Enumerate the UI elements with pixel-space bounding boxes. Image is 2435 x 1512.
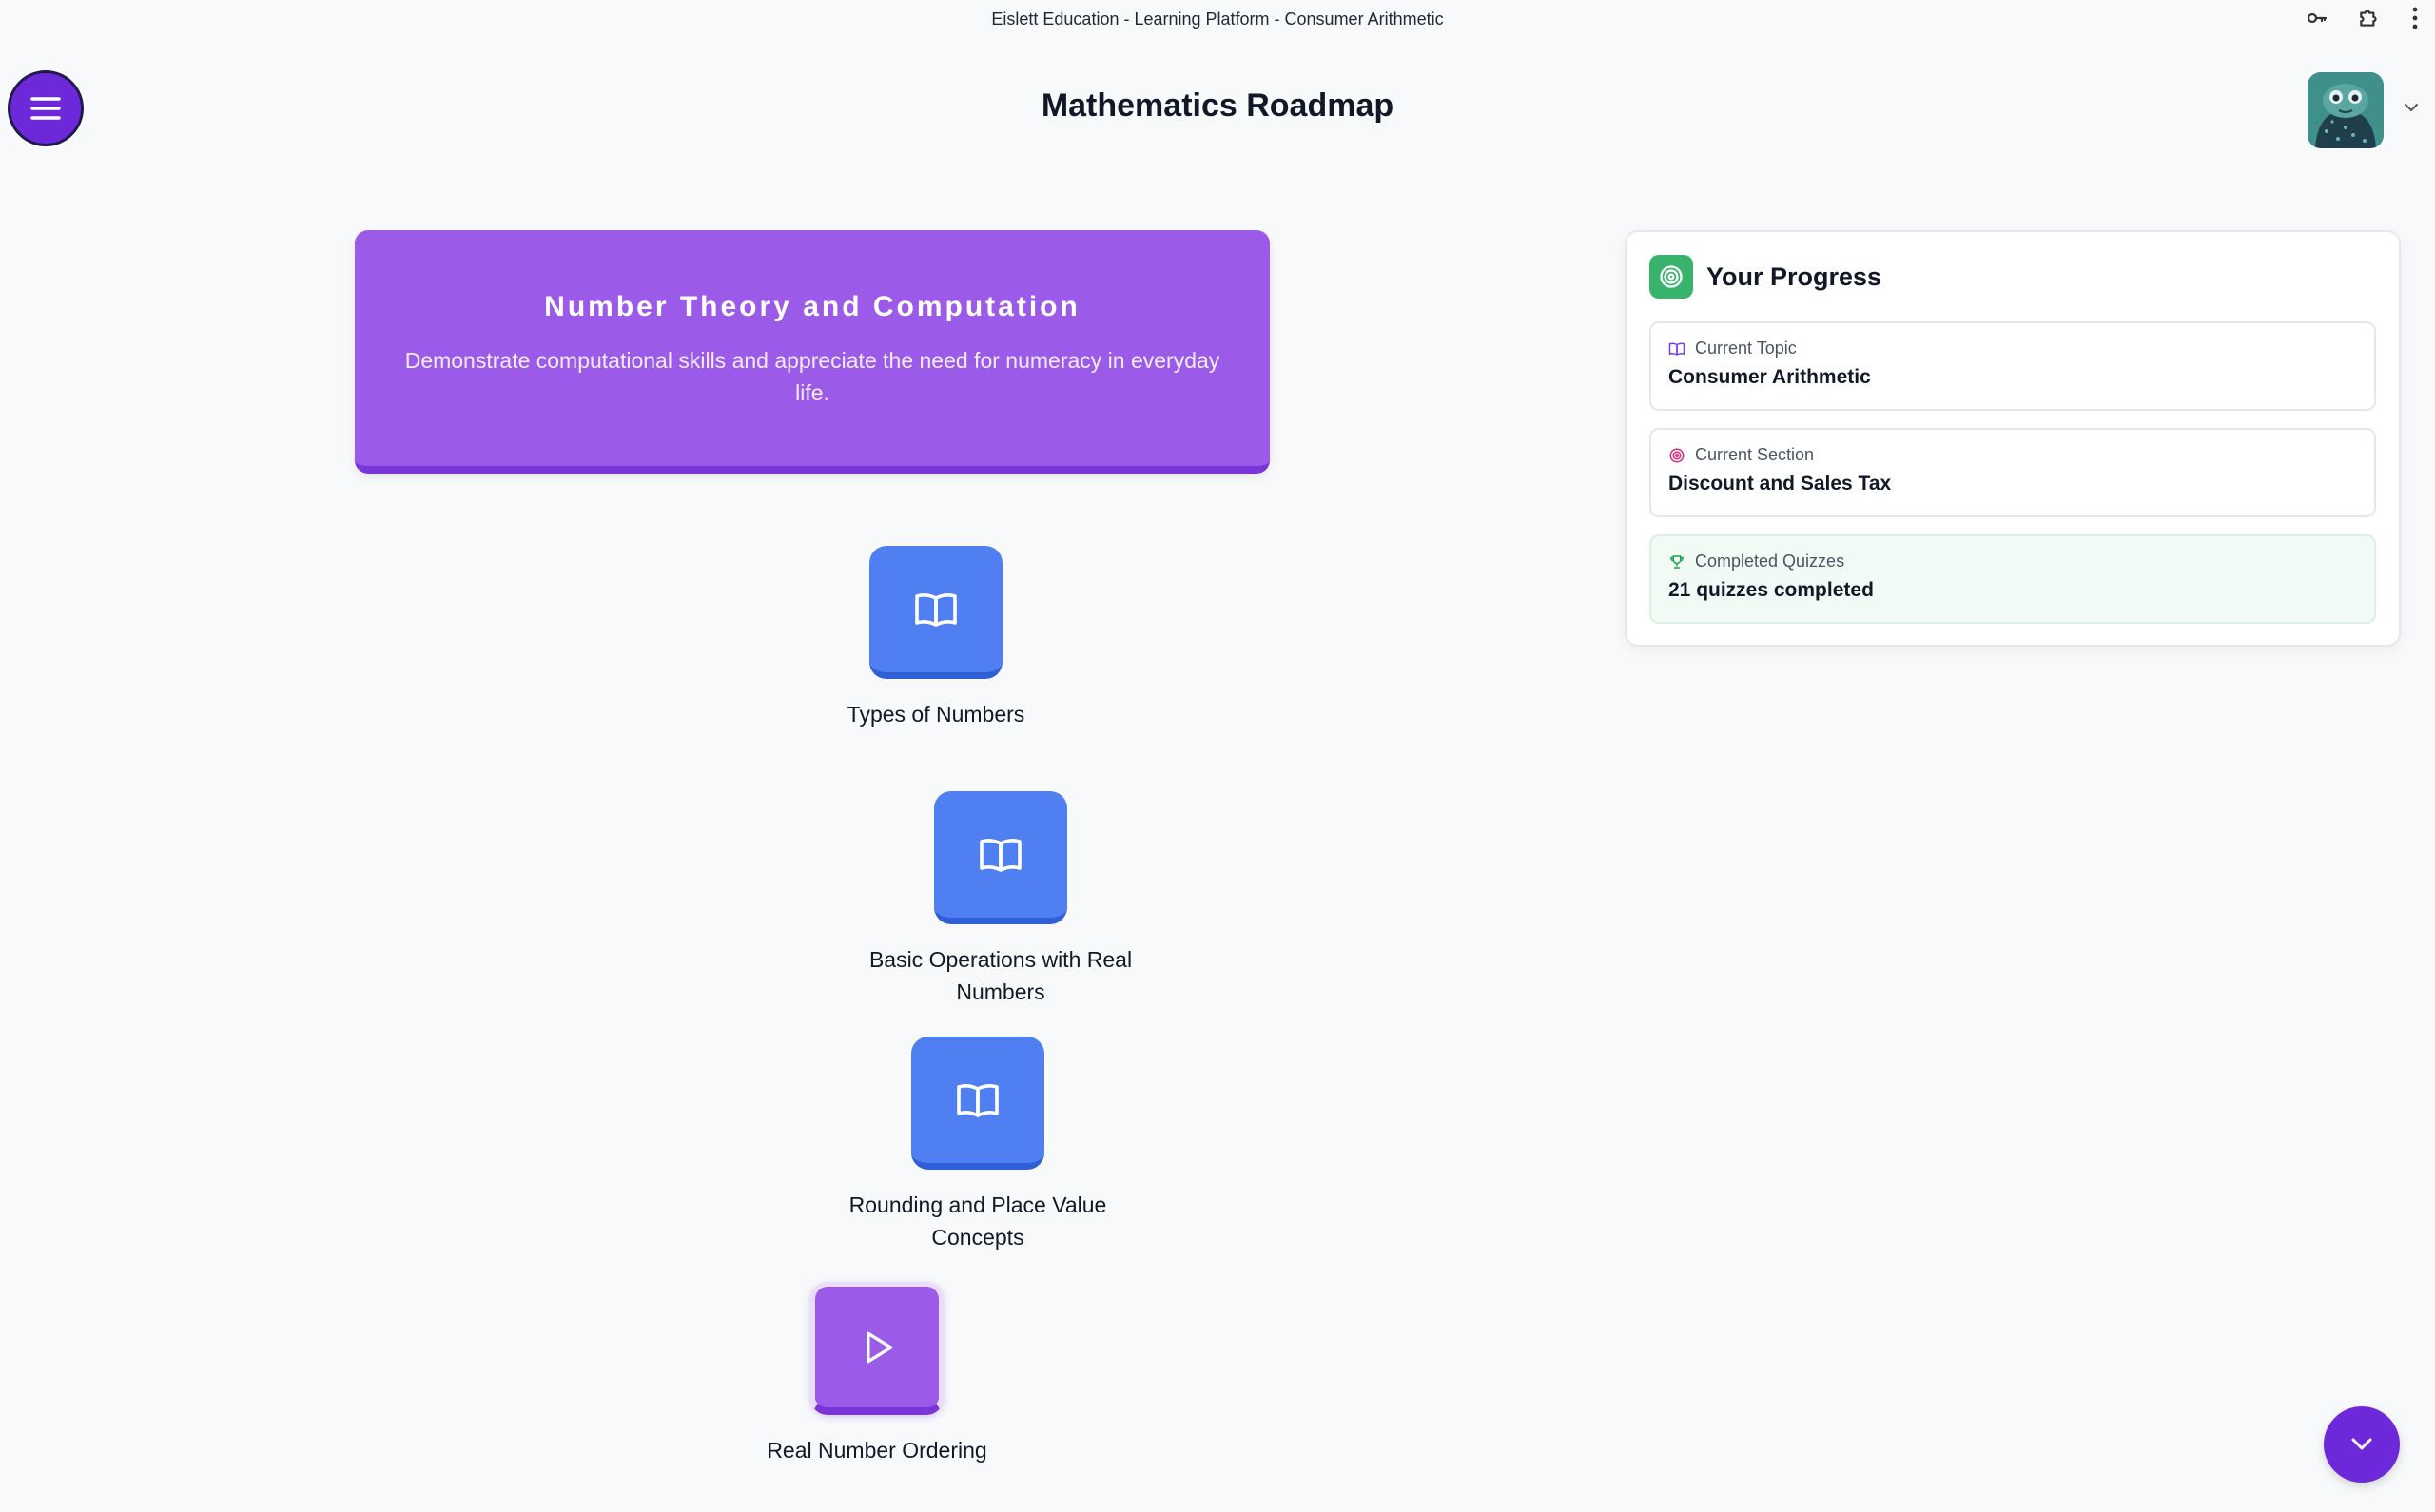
chevron-down-icon — [2351, 1438, 2372, 1450]
monster-avatar — [2308, 72, 2384, 148]
lesson-node-basic-operations[interactable] — [934, 791, 1067, 924]
lesson-label: Real Number Ordering — [767, 1438, 987, 1463]
lesson-node-real-number-ordering[interactable] — [810, 1282, 944, 1415]
key-icon[interactable] — [2306, 7, 2328, 29]
book-open-icon — [980, 838, 1022, 872]
lesson-node-types-of-numbers[interactable] — [869, 546, 1003, 679]
unit-title: Number Theory and Computation — [544, 291, 1081, 322]
progress-title: Your Progress — [1706, 262, 1882, 291]
lesson-label: Basic Operations with Real Numbers — [868, 947, 1133, 1004]
hamburger-menu-icon — [30, 97, 61, 120]
target-icon — [1669, 448, 1685, 462]
lesson-label: Rounding and Place Value Concepts — [848, 1192, 1107, 1250]
current-section-label: Current Section — [1695, 445, 1815, 464]
window-titlebar: Eislett Education - Learning Platform - … — [0, 0, 2435, 38]
target-icon — [1649, 255, 1693, 299]
page-title: Mathematics Roadmap — [1041, 87, 1394, 124]
current-topic-label: Current Topic — [1695, 339, 1797, 358]
progress-header: Your Progress — [1649, 255, 2376, 299]
completed-quizzes-value: 21 quizzes completed — [1668, 579, 1874, 601]
more-vertical-icon[interactable] — [2410, 6, 2420, 30]
window-title: Eislett Education - Learning Platform - … — [991, 9, 1444, 29]
play-icon — [867, 1331, 893, 1363]
book-open-icon — [1668, 342, 1685, 356]
completed-quizzes-card: Completed Quizzes 21 quizzes completed — [1649, 534, 2376, 624]
unit-banner: Number Theory and Computation Demonstrat… — [355, 230, 1270, 474]
puzzle-extension-icon[interactable] — [2357, 6, 2382, 30]
unit-description: Demonstrate computational skills and app… — [404, 348, 1220, 405]
book-open-icon — [957, 1083, 999, 1117]
current-topic-card: Current Topic Consumer Arithmetic — [1649, 321, 2376, 411]
completed-quizzes-label: Completed Quizzes — [1695, 552, 1845, 571]
current-section-card: Current Section Discount and Sales Tax — [1649, 428, 2376, 517]
progress-panel: Your Progress Current Topic Consumer Ari… — [1625, 230, 2401, 647]
scroll-down-button[interactable] — [2324, 1406, 2400, 1483]
chevron-down-icon[interactable] — [2403, 101, 2420, 118]
lesson-label: Types of Numbers — [847, 702, 1025, 727]
avatar[interactable] — [2308, 72, 2384, 148]
menu-button[interactable] — [8, 70, 84, 146]
book-open-icon — [915, 592, 957, 627]
lesson-node-rounding-place-value[interactable] — [911, 1037, 1044, 1170]
current-section-value: Discount and Sales Tax — [1668, 473, 1892, 494]
titlebar-icons — [2306, 6, 2420, 30]
current-topic-value: Consumer Arithmetic — [1668, 366, 1871, 388]
trophy-icon — [1670, 554, 1684, 569]
